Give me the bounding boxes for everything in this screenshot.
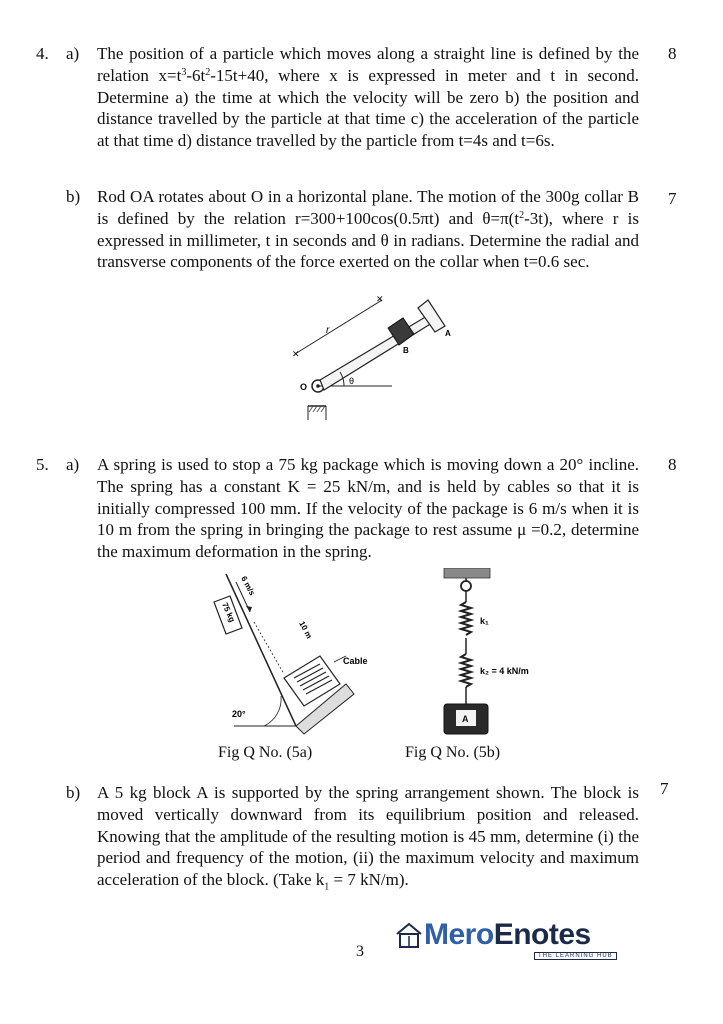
question-5b-marks: 7 — [660, 779, 669, 798]
question-5a-marks: 8 — [668, 455, 677, 474]
question-4-number: 4. — [36, 44, 49, 63]
question-4b-text: Rod OA rotates about O in a horizontal p… — [97, 187, 640, 272]
question-4a-marks: 8 — [668, 44, 677, 63]
svg-text:k₁: k₁ — [480, 616, 489, 626]
rod-collar-figure: ✕ ✕ r O θ B A — [292, 294, 451, 420]
question-4b-label: b) — [66, 187, 81, 206]
svg-text:✕: ✕ — [376, 294, 384, 304]
question-5a-text: A spring is used to stop a 75 kg package… — [97, 455, 639, 562]
question-5-number: 5. — [36, 455, 49, 474]
svg-text:Cable: Cable — [343, 656, 368, 666]
fig-5b-caption: Fig Q No. (5b) — [405, 744, 501, 761]
svg-text:B: B — [403, 346, 409, 355]
page-number: 3 — [356, 943, 364, 960]
question-5b-text: A 5 kg block A is supported by the sprin… — [97, 783, 639, 893]
incline-spring-figure: 75 kg 6 m/s 10 m Cable 20° — [213, 573, 368, 735]
collar-b-icon — [387, 317, 415, 346]
question-4b-marks: 7 — [668, 189, 677, 208]
svg-text:A: A — [445, 329, 451, 338]
svg-text:✕: ✕ — [292, 349, 300, 359]
svg-text:θ: θ — [349, 376, 354, 386]
vertical-spring-figure: k₁ k₂ = 4 kN/m A — [443, 568, 529, 735]
question-5a-label: a) — [66, 455, 80, 474]
svg-text:O: O — [300, 382, 307, 392]
svg-text:r: r — [326, 325, 330, 336]
question-5b-label: b) — [66, 783, 81, 802]
svg-text:k₂ = 4 kN/m: k₂ = 4 kN/m — [480, 666, 529, 676]
svg-text:10 m: 10 m — [297, 620, 314, 640]
logo-wordmark: MeroEnotes — [424, 918, 591, 951]
question-4a-text: The position of a particle which moves a… — [97, 44, 639, 151]
meroenotes-logo: MeroEnotes THE LEARNING HUB — [394, 912, 632, 974]
logo-tagline: THE LEARNING HUB — [534, 952, 617, 960]
svg-text:20°: 20° — [232, 709, 246, 719]
svg-text:A: A — [462, 714, 469, 724]
fig-5a-caption: Fig Q No. (5a) — [218, 744, 313, 761]
question-4a-label: a) — [66, 44, 80, 63]
book-house-icon — [396, 922, 422, 948]
